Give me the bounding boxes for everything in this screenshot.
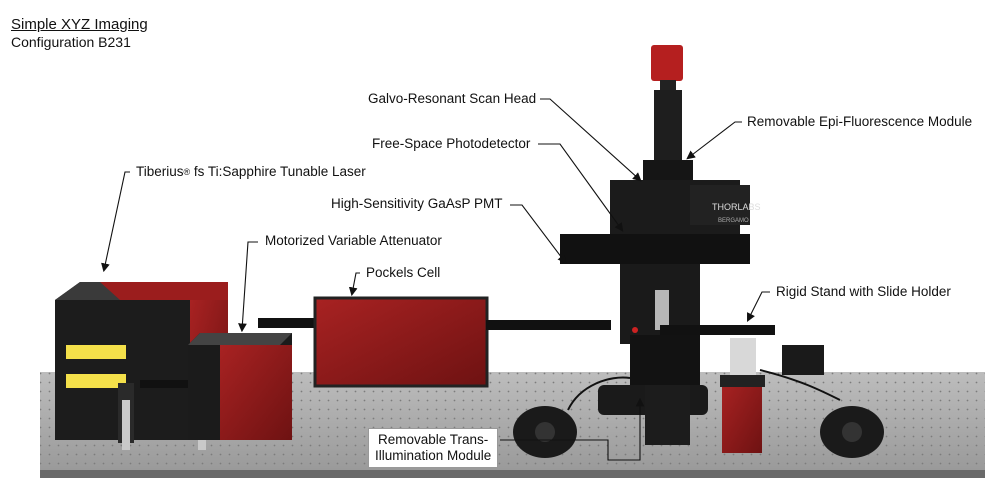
- joystick-controller: [513, 406, 577, 458]
- microscope-logo: THORLABS: [712, 202, 761, 212]
- joystick-controller: [820, 406, 884, 458]
- label-laser-desc: fs Ti:Sapphire Tunable Laser: [190, 164, 366, 179]
- label-laser-name: Tiberius: [136, 164, 184, 179]
- leader-pockels: [348, 272, 360, 297]
- page-subtitle: Configuration B231: [11, 34, 131, 50]
- label-pmt: High-Sensitivity GaAsP PMT: [331, 196, 503, 211]
- rigid-stand: [660, 325, 775, 453]
- leader-attenuator: [238, 241, 258, 333]
- multiphoton-microscope: [560, 45, 750, 445]
- beam-tube: [140, 380, 200, 388]
- microscope-sublogo: BERGAMO: [718, 218, 749, 224]
- registered-mark: ®: [183, 167, 191, 177]
- leader-pmt: [510, 204, 567, 264]
- label-photodetector: Free-Space Photodetector: [372, 136, 531, 151]
- camera: [651, 45, 683, 81]
- laser-warning-label: [66, 374, 126, 388]
- leader-epi: [686, 121, 742, 160]
- controller-box: [782, 345, 824, 375]
- beam-tube: [486, 320, 611, 330]
- label-scan-head: Galvo-Resonant Scan Head: [368, 91, 537, 106]
- laser-warning-label: [66, 345, 126, 359]
- pockels-cell: [313, 296, 489, 388]
- leader-photodetector: [538, 143, 624, 232]
- leader-laser: [101, 171, 130, 273]
- label-laser: Tiberius® fs Ti:Sapphire Tunable Laser: [136, 164, 366, 180]
- label-trans: Removable Trans- Illumination Module: [368, 428, 499, 468]
- label-trans-line2: Illumination Module: [375, 448, 492, 463]
- leader-scan-head: [540, 98, 642, 182]
- leader-trans: [500, 397, 645, 461]
- label-trans-line1: Removable Trans-: [378, 432, 489, 447]
- beam-tube: [258, 318, 318, 328]
- label-epi: Removable Epi-Fluorescence Module: [747, 114, 973, 129]
- label-stand: Rigid Stand with Slide Holder: [776, 284, 951, 299]
- label-attenuator: Motorized Variable Attenuator: [265, 233, 442, 248]
- leader-stand: [747, 291, 770, 322]
- variable-attenuator: [188, 333, 292, 440]
- label-pockels: Pockels Cell: [366, 265, 441, 280]
- trans-illumination-module: [645, 385, 690, 445]
- page-title: Simple XYZ Imaging: [11, 16, 148, 33]
